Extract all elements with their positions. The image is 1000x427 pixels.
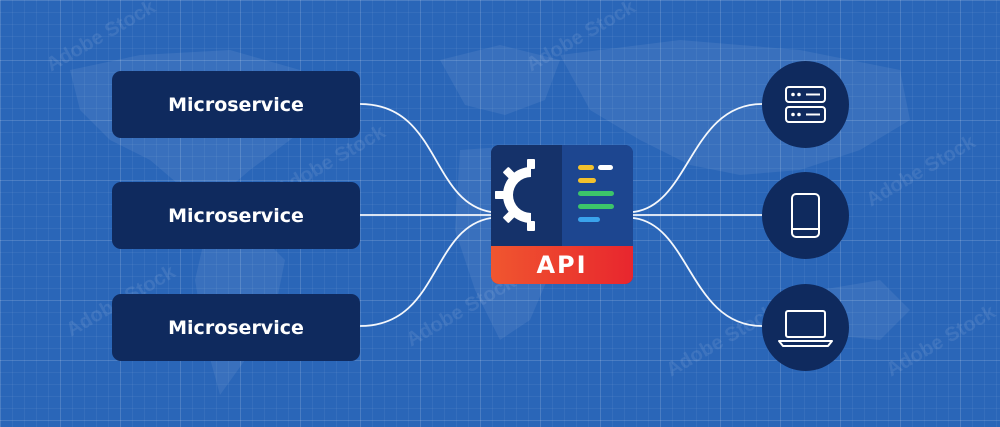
- microservice-box-2: Microservice: [112, 182, 360, 249]
- connector-left-top: [359, 103, 492, 213]
- device-laptop: [762, 284, 849, 371]
- laptop-icon: [778, 310, 833, 347]
- device-phone: [762, 172, 849, 259]
- phone-icon: [791, 193, 820, 238]
- api-label-bar: API: [491, 246, 633, 284]
- api-code-panel: [562, 145, 633, 246]
- api-gear-panel: [491, 145, 562, 246]
- server-icon: [785, 86, 826, 123]
- connector-right-bottom: [632, 217, 763, 327]
- microservice-label: Microservice: [168, 316, 304, 339]
- connector-left-bottom: [359, 217, 492, 327]
- api-card: API: [491, 145, 633, 284]
- device-server: [762, 61, 849, 148]
- connector-right-top: [632, 103, 763, 213]
- api-label: API: [536, 251, 588, 279]
- code-lines-icon: [578, 165, 614, 222]
- microservice-label: Microservice: [168, 93, 304, 116]
- microservice-box-3: Microservice: [112, 294, 360, 361]
- microservice-label: Microservice: [168, 204, 304, 227]
- microservice-box-1: Microservice: [112, 71, 360, 138]
- gear-icon: [495, 159, 535, 231]
